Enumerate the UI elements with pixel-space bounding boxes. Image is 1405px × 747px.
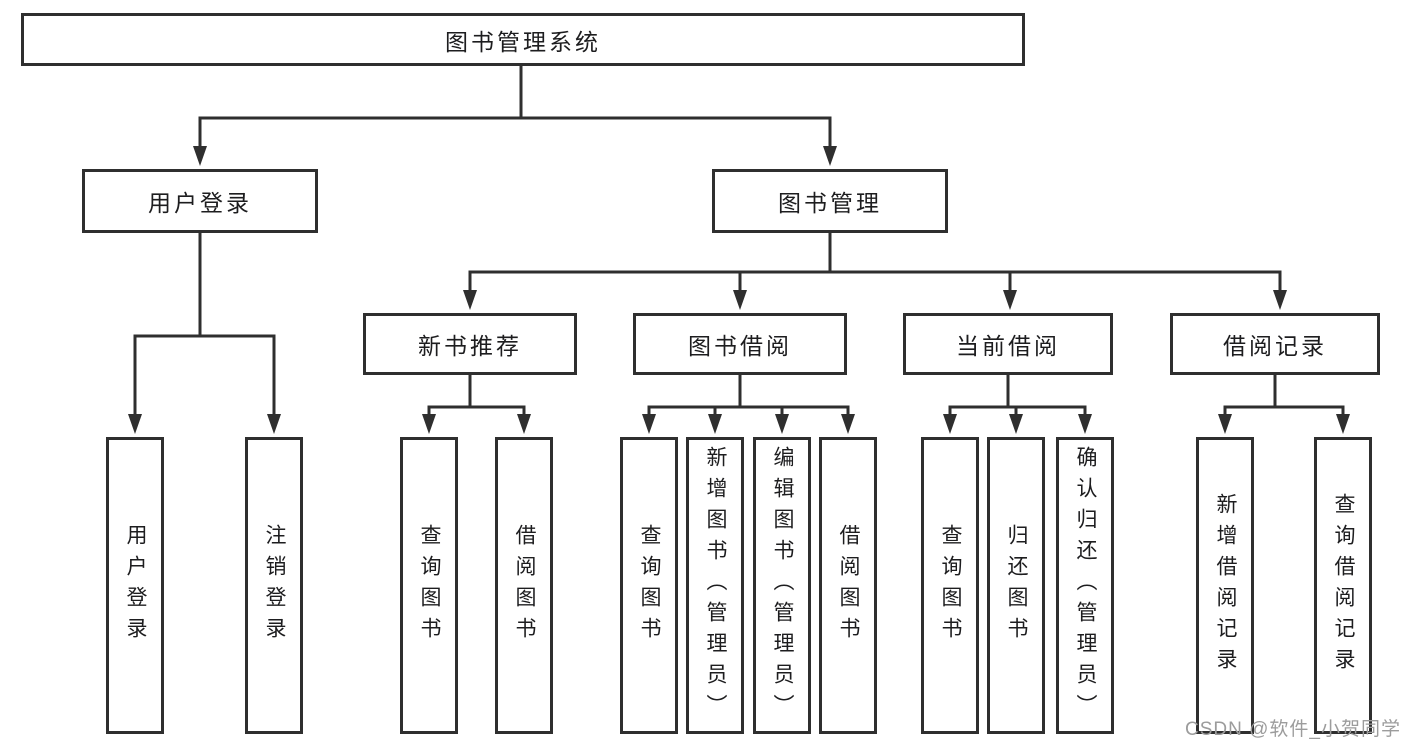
- node-label: 编辑图书（管理员）: [771, 446, 794, 725]
- node-label: 图书管理系统: [445, 28, 601, 55]
- node-label: 查询图书: [939, 523, 962, 648]
- node-label: 借阅图书: [513, 523, 536, 648]
- leaf-current-return-books: 归还图书: [987, 437, 1045, 734]
- node-user-login: 用户登录: [82, 169, 318, 233]
- leaf-borrow-edit-books-admin: 编辑图书（管理员）: [753, 437, 811, 734]
- node-borrow-records: 借阅记录: [1170, 313, 1380, 375]
- leaf-borrow-borrow-books: 借阅图书: [819, 437, 877, 734]
- node-new-book-recommend: 新书推荐: [363, 313, 577, 375]
- connector-borrow-records-children: [1223, 373, 1345, 421]
- node-label: 新增借阅记录: [1214, 492, 1237, 679]
- node-label: 借阅图书: [837, 523, 860, 648]
- node-label: 查询图书: [638, 523, 661, 648]
- node-book-borrow: 图书借阅: [633, 313, 847, 375]
- csdn-watermark: CSDN @软件_小贺同学: [1185, 719, 1401, 740]
- node-label: 新增图书（管理员）: [704, 446, 727, 725]
- node-label: 用户登录: [148, 190, 252, 216]
- leaf-current-query-books: 查询图书: [921, 437, 979, 734]
- leaf-user-login: 用户登录: [106, 437, 164, 734]
- connector-book-borrow-children: [647, 373, 850, 421]
- leaf-logout: 注销登录: [245, 437, 303, 734]
- leaf-records-query-record: 查询借阅记录: [1314, 437, 1372, 734]
- node-label: 当前借阅: [956, 333, 1060, 359]
- connector-current-borrow-children: [948, 373, 1087, 421]
- node-root: 图书管理系统: [21, 13, 1025, 66]
- leaf-current-confirm-return-admin: 确认归还（管理员）: [1056, 437, 1114, 734]
- connector-root-to-level2: [198, 64, 832, 154]
- leaf-borrow-query-books: 查询图书: [620, 437, 678, 734]
- connector-user-login-children: [133, 231, 276, 421]
- node-label: 图书借阅: [688, 333, 792, 359]
- node-label: 查询借阅记录: [1332, 492, 1355, 679]
- connector-book-management-children: [468, 231, 1282, 297]
- node-label: 用户登录: [124, 523, 147, 648]
- node-book-management: 图书管理: [712, 169, 948, 233]
- node-label: 注销登录: [263, 523, 286, 648]
- node-label: 新书推荐: [418, 333, 522, 359]
- connector-new-book-recommend-children: [427, 373, 526, 421]
- node-label: 确认归还（管理员）: [1074, 446, 1097, 725]
- node-label: 借阅记录: [1223, 333, 1327, 359]
- node-label: 查询图书: [418, 523, 441, 648]
- leaf-borrow-add-books-admin: 新增图书（管理员）: [686, 437, 744, 734]
- leaf-recommend-borrow-books: 借阅图书: [495, 437, 553, 734]
- leaf-records-add-record: 新增借阅记录: [1196, 437, 1254, 734]
- node-label: 归还图书: [1005, 523, 1028, 648]
- arrowheads: [128, 146, 1350, 434]
- leaf-recommend-query-books: 查询图书: [400, 437, 458, 734]
- node-label: 图书管理: [778, 190, 882, 216]
- node-current-borrow: 当前借阅: [903, 313, 1113, 375]
